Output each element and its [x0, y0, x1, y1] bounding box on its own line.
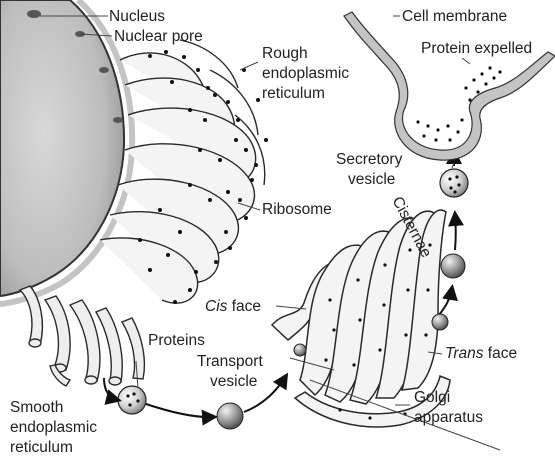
trans-face-rest: face [483, 345, 517, 362]
golgi-apparatus-label-line-2: apparatus [414, 409, 483, 426]
rough-er-label-line-1: Rough [262, 45, 308, 62]
cis-face-label: Cis face [205, 298, 261, 315]
smooth-er-label-line-2: endoplasmic [10, 419, 97, 436]
protein-vesicle [118, 386, 146, 414]
nucleus-label: Nucleus [109, 8, 165, 25]
secretory-vesicle [440, 169, 468, 197]
protein-expelled-label: Protein expelled [421, 40, 532, 57]
rough-er-label-line-3: reticulum [262, 85, 325, 102]
cis-face-italic: Cis [205, 298, 228, 315]
nuclear-pore-label: Nuclear pore [114, 28, 203, 45]
transport-vesicle [217, 403, 243, 429]
golgi-apparatus-label-line-1: Golgi [414, 389, 450, 406]
smooth-er-label-line-1: Smooth [10, 399, 63, 416]
transport-vesicle-label-line-2: vesicle [210, 373, 257, 390]
nucleus [0, 0, 132, 304]
cis-face-rest: face [227, 298, 261, 315]
smooth-er-label-line-3: reticulum [10, 439, 73, 456]
rough-er-label-line-2: endoplasmic [262, 65, 349, 82]
secretory-vesicle-label-line-1: Secretory [336, 151, 403, 168]
ribosome-label: Ribosome [262, 201, 332, 218]
cell-membrane-label: Cell membrane [402, 8, 507, 25]
cell-membrane [344, 12, 555, 160]
proteins-label: Proteins [148, 332, 205, 349]
transport-vesicle-label-line-1: Transport [197, 353, 263, 370]
trans-face-label: Trans face [445, 345, 517, 362]
smooth-endoplasmic-reticulum [20, 286, 144, 386]
trans-face-italic: Trans [445, 345, 484, 362]
expelled-protein-dots [416, 66, 501, 141]
secretory-vesicle-label-line-2: vesicle [348, 171, 395, 188]
